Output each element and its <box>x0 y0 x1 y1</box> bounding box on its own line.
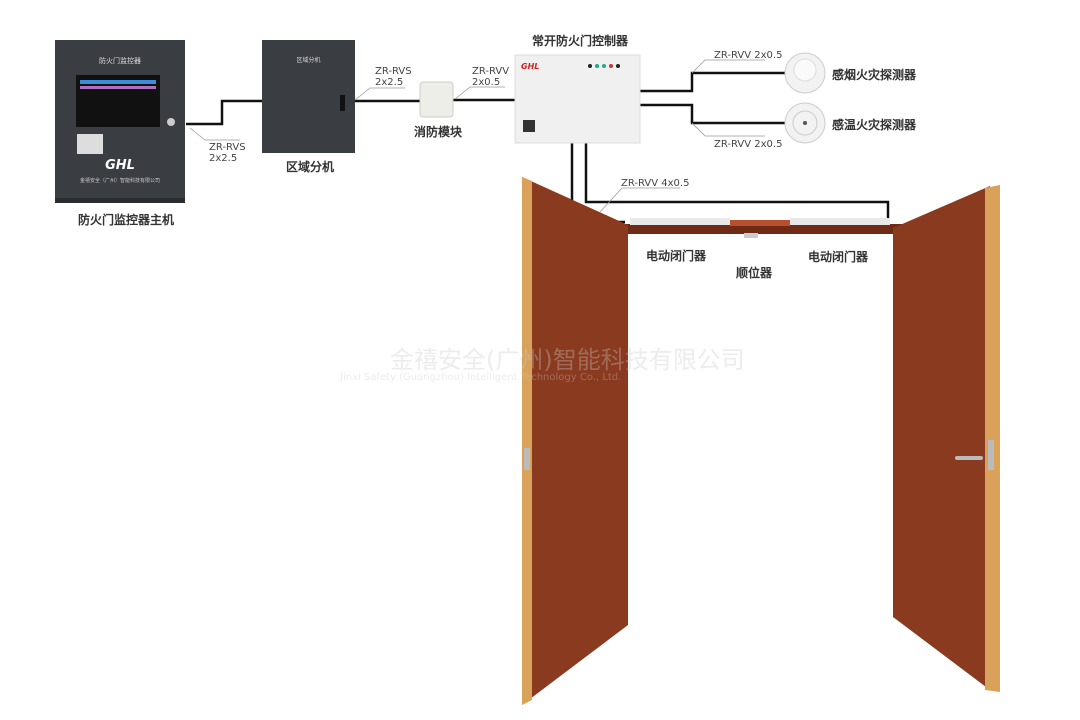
cable-controller-door: ZR-RVV 4x0.5 <box>621 178 690 189</box>
zone-unit-panel-title: 区域分机 <box>296 57 321 64</box>
wire-controller-smoke <box>640 71 785 93</box>
cable-controller-heat: ZR-RVV 2x0.5 <box>714 139 783 150</box>
wire-controller-door-b <box>584 142 890 225</box>
zone-unit-label: 区域分机 <box>286 160 335 174</box>
sequencer-body <box>744 233 758 238</box>
controller-label: 常开防火门控制器 <box>532 34 629 48</box>
watermark-cn: 金禧安全(广州)智能科技有限公司 <box>390 346 745 374</box>
left-door-hinge <box>524 448 530 470</box>
cable-zone-module: ZR-RVS 2x2.5 <box>375 66 412 88</box>
controller-brand-logo: GHL <box>521 62 540 71</box>
right-door <box>893 186 990 690</box>
door-closer-right-label: 电动闭门器 <box>808 250 869 264</box>
main-host-panel-title: 防火门监控器 <box>99 57 141 65</box>
wire-controller-heat <box>640 103 785 125</box>
watermark-en: Jinxi Safety (Guangzhou) Intelligent Tec… <box>340 372 622 383</box>
controller-box <box>514 54 641 144</box>
door-frame-header <box>622 224 907 234</box>
main-host-label: 防火门监控器主机 <box>78 213 175 227</box>
fire-module-box <box>419 81 454 118</box>
wire-host-zone <box>186 99 262 126</box>
cable-host-zone: ZR-RVS 2x2.5 <box>209 142 246 164</box>
right-door-hinge <box>988 440 994 470</box>
left-door <box>522 177 628 705</box>
cable-controller-smoke: ZR-RVV 2x0.5 <box>714 50 783 61</box>
fire-module-label: 消防模块 <box>414 125 463 139</box>
smoke-detector-label: 感烟火灾探测器 <box>832 68 917 82</box>
sequencer-label: 顺位器 <box>736 266 773 280</box>
main-host-company: 金禧安全（广州）智能科技有限公司 <box>79 178 160 184</box>
door-closer-right-body <box>790 218 890 225</box>
door-closer-left-label: 电动闭门器 <box>646 249 707 263</box>
zone-unit-cabinet <box>262 40 355 153</box>
door-handle <box>955 456 983 460</box>
door-closer-left-body <box>630 218 730 225</box>
cable-module-controller: ZR-RVV 2x0.5 <box>472 66 510 88</box>
main-host-brand-logo: GHL <box>105 158 135 173</box>
printer <box>77 134 103 154</box>
heat-detector-label: 感温火灾探测器 <box>832 118 917 132</box>
